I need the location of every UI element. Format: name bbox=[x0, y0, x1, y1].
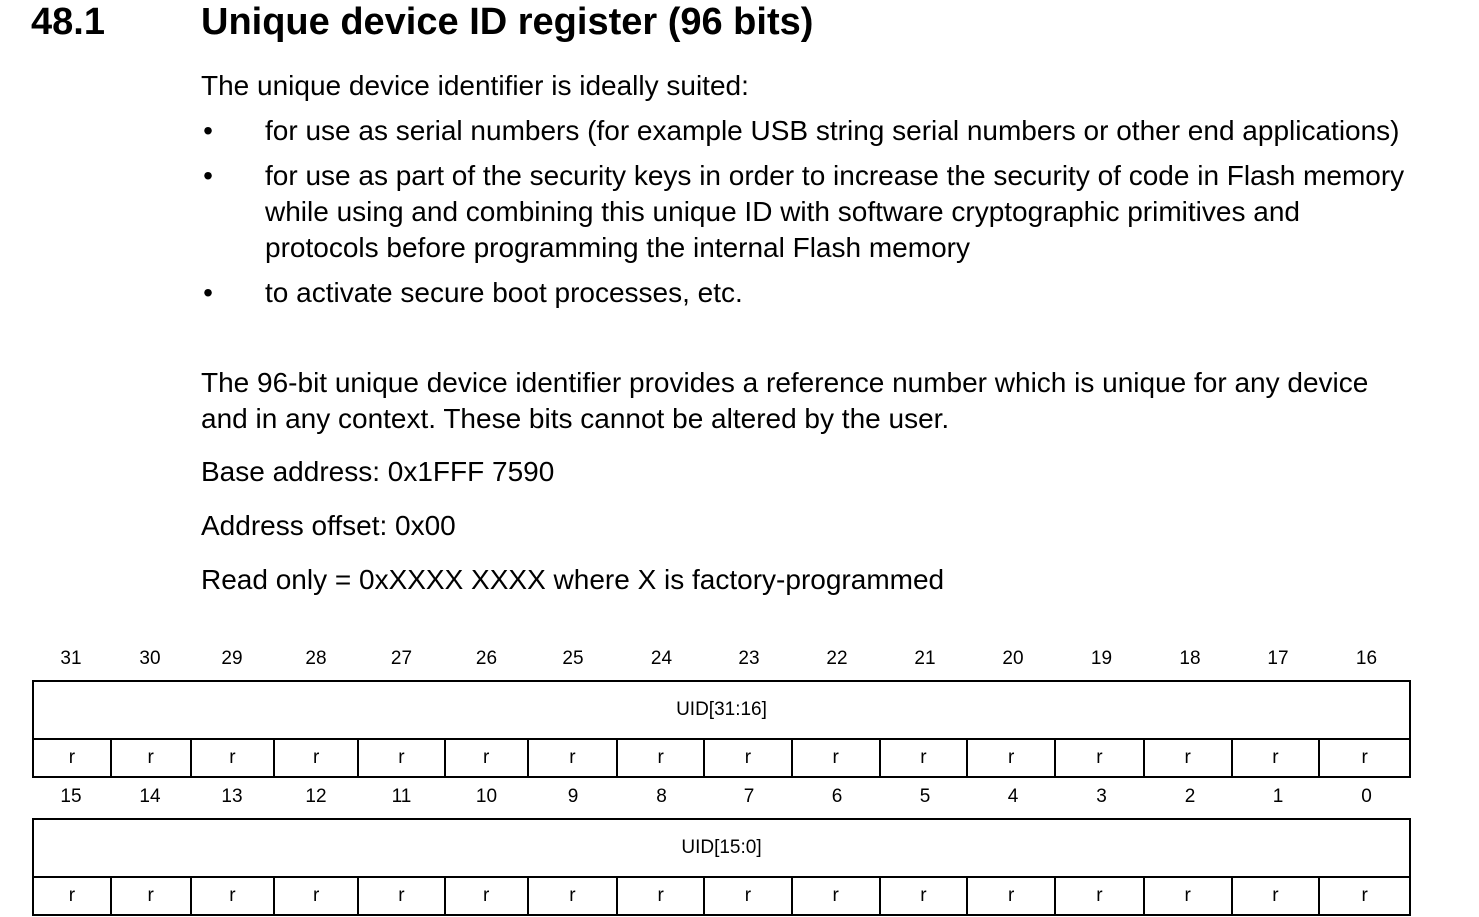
access-cell: r bbox=[1233, 740, 1321, 776]
bit-number: 6 bbox=[831, 786, 843, 807]
access-cell: r bbox=[1361, 885, 1368, 906]
bit-number: 8 bbox=[656, 786, 667, 807]
bit-number: 22 bbox=[826, 648, 848, 669]
access-cell: r bbox=[1361, 747, 1368, 768]
bit-number: 4 bbox=[1007, 786, 1019, 807]
field-uid-31-16: UID[31:16] bbox=[32, 680, 1411, 738]
bit-number: 2 bbox=[1184, 786, 1196, 807]
bit-number: 1 bbox=[1272, 786, 1284, 807]
access-cell: r bbox=[192, 878, 276, 914]
access-cell: r bbox=[446, 878, 529, 914]
bit-number: 3 bbox=[1096, 786, 1107, 807]
bit-number: 0 bbox=[1361, 786, 1372, 807]
bit-number: 29 bbox=[221, 648, 243, 669]
access-cell: r bbox=[793, 878, 881, 914]
bit-number: 11 bbox=[391, 786, 412, 807]
access-cell: r bbox=[359, 740, 446, 776]
bit-number: 12 bbox=[305, 786, 327, 807]
section-title: Unique device ID register (96 bits) bbox=[201, 1, 814, 43]
description-paragraph: The 96-bit unique device identifier prov… bbox=[201, 367, 1369, 434]
access-cell: r bbox=[705, 740, 793, 776]
access-cell: r bbox=[275, 878, 360, 914]
access-cell: r bbox=[275, 740, 360, 776]
bit-number: 20 bbox=[1002, 648, 1024, 669]
bit-number: 13 bbox=[221, 786, 243, 807]
bit-number: 9 bbox=[567, 786, 579, 807]
bit-number: 27 bbox=[390, 648, 413, 669]
access-cell: r bbox=[34, 740, 112, 776]
access-cell: r bbox=[112, 878, 192, 914]
bit-number: 24 bbox=[650, 648, 673, 669]
access-cell: r bbox=[1056, 740, 1145, 776]
access-cell: r bbox=[705, 878, 793, 914]
field-uid-15-0: UID[15:0] bbox=[32, 818, 1411, 876]
access-cell: r bbox=[1145, 740, 1233, 776]
bit-number: 31 bbox=[60, 648, 82, 669]
register-diagram-high: 31 30 29 28 27 26 25 24 23 22 21 20 19 18 17 16 UID[31:… bbox=[32, 640, 1411, 778]
bit-number: 18 bbox=[1179, 648, 1201, 669]
bit-number: 19 bbox=[1090, 648, 1113, 669]
bit-number: 17 bbox=[1267, 648, 1289, 669]
section-number: 48.1 bbox=[31, 1, 105, 43]
bit-number: 7 bbox=[743, 786, 755, 807]
list-item: •for use as part of the security keys in… bbox=[201, 158, 1421, 266]
bit-number: 23 bbox=[738, 648, 760, 669]
access-cell: r bbox=[881, 740, 969, 776]
bit-numbers-high: 31 30 29 28 27 26 25 24 23 22 21 20 19 18 17 16 bbox=[32, 640, 1411, 680]
access-cell: r bbox=[618, 740, 706, 776]
access-cell: r bbox=[112, 740, 192, 776]
access-cell: r bbox=[1233, 878, 1321, 914]
bit-number: 21 bbox=[914, 648, 936, 669]
bullet-icon: • bbox=[203, 277, 213, 308]
bit-number: 28 bbox=[305, 648, 327, 669]
access-cell: r bbox=[529, 878, 619, 914]
reset-value: Read only = 0xXXXX XXXX where X is facto… bbox=[201, 564, 945, 595]
access-cell: r bbox=[192, 740, 276, 776]
intro-text: The unique device identifier is ideally … bbox=[201, 70, 749, 101]
access-cell: r bbox=[1056, 878, 1145, 914]
bit-number: 30 bbox=[139, 648, 161, 669]
bit-number: 16 bbox=[1355, 648, 1378, 669]
bit-number: 14 bbox=[139, 786, 161, 807]
access-cell: r bbox=[359, 878, 446, 914]
access-cell: r bbox=[881, 878, 969, 914]
base-address: Base address: 0x1FFF 7590 bbox=[201, 456, 555, 487]
bullet-icon: • bbox=[203, 115, 213, 146]
access-cell: r bbox=[968, 878, 1057, 914]
list-item: •to activate secure boot processes, etc. bbox=[201, 275, 1421, 311]
bit-number: 26 bbox=[475, 648, 498, 669]
access-cell: r bbox=[529, 740, 619, 776]
access-cell: r bbox=[1145, 878, 1233, 914]
access-cell: r bbox=[446, 740, 529, 776]
bullet-icon: • bbox=[203, 160, 213, 191]
bit-number: 15 bbox=[60, 786, 82, 807]
list-item: •for use as serial numbers (for example … bbox=[201, 113, 1421, 149]
bit-number: 10 bbox=[475, 786, 498, 807]
access-cell: r bbox=[968, 740, 1057, 776]
bit-number: 25 bbox=[562, 648, 584, 669]
access-cell: r bbox=[793, 740, 881, 776]
bit-number: 5 bbox=[919, 786, 931, 807]
access-cell: r bbox=[618, 878, 706, 914]
access-cell: r bbox=[34, 878, 112, 914]
address-offset: Address offset: 0x00 bbox=[201, 510, 456, 541]
usage-list: •for use as serial numbers (for example … bbox=[201, 113, 1421, 320]
